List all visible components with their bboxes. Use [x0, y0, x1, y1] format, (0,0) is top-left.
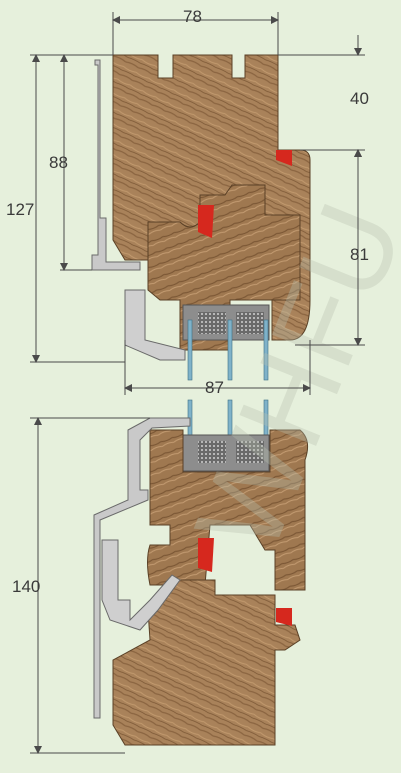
- upper-glazing-unit: [182, 304, 270, 381]
- upper-aluminium-profile: [91, 59, 141, 271]
- upper-gasket-inner: [198, 205, 214, 238]
- lower-gasket-inner: [198, 538, 214, 572]
- dim-label-upper-total: 127: [6, 200, 34, 219]
- lower-aluminium-clip: [101, 539, 181, 631]
- dim-label-top-width: 78: [183, 7, 202, 26]
- lower-frame-wood: [112, 579, 301, 746]
- upper-section: [91, 54, 311, 381]
- upper-gasket-outer: [276, 150, 292, 166]
- dim-label-sash-height: 88: [49, 153, 68, 172]
- lower-aluminium-profile: [93, 417, 191, 719]
- upper-aluminium-bead: [124, 289, 186, 361]
- dim-label-lower-total: 140: [12, 577, 40, 596]
- dim-label-mid-width: 87: [205, 378, 224, 397]
- lower-sash-wood: [147, 429, 309, 591]
- lower-section: [93, 399, 309, 746]
- dim-label-glazing-height: 81: [350, 245, 369, 264]
- dim-label-top-offset: 40: [350, 89, 369, 108]
- lower-gasket-outer: [276, 608, 292, 626]
- dimension-lines: [30, 12, 365, 754]
